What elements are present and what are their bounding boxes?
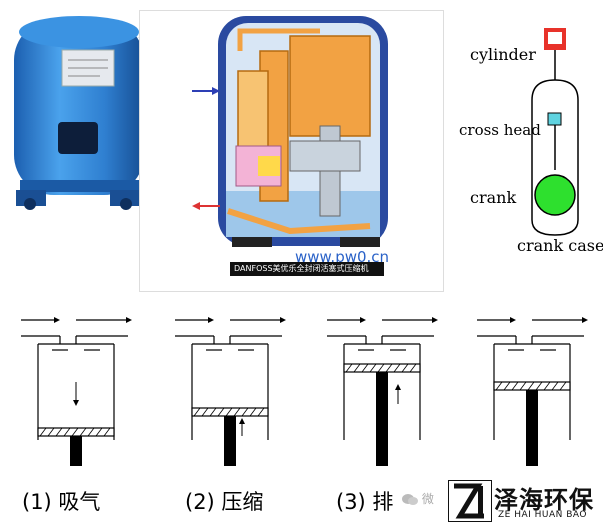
cylinder-label: cylinder <box>470 45 536 64</box>
stroke-diagram-intake <box>21 317 132 466</box>
logo-name-en: ZE HAI HUAN BAO <box>498 510 588 520</box>
logo-badge-icon <box>448 480 492 522</box>
stroke-label-compression: (2) 压缩 <box>185 490 264 514</box>
watermark-url: www.pw0.cn <box>295 248 390 266</box>
wechat-fragment: 微 <box>421 492 434 506</box>
crank-shape <box>534 174 576 216</box>
logo-name-cn: 泽海环保 <box>494 486 594 514</box>
stroke-diagram-compression <box>175 317 286 466</box>
outlet-arrow-icon <box>192 202 200 210</box>
up-arrow-icon <box>239 418 245 424</box>
down-arrow-icon <box>73 400 79 406</box>
wechat-watermark: 微 <box>402 490 434 507</box>
stroke-label-intake: (1) 吸气 <box>22 490 101 514</box>
inlet-arrow-icon <box>212 87 220 95</box>
stroke-label-discharge: (3) 排 <box>336 490 394 514</box>
cross-head-shape <box>547 112 562 126</box>
up-arrow-icon <box>395 384 401 390</box>
cutaway-diagram <box>139 10 444 292</box>
cutaway-caption: DANFOSS美优乐全封闭活塞式压缩机 <box>230 262 384 276</box>
stroke-diagram-discharge <box>327 317 438 466</box>
compressor-photo <box>14 16 157 210</box>
cross-head-label: cross head <box>459 121 541 139</box>
cutaway-drawing <box>192 16 388 247</box>
company-logo: 泽海环保 ZE HAI HUAN BAO <box>448 478 600 524</box>
crank-label: crank <box>470 188 517 207</box>
wechat-icon <box>402 493 418 505</box>
mechanism-schematic <box>531 28 579 236</box>
stroke-diagram-expansion <box>477 317 588 466</box>
crank-case-label: crank case <box>517 236 603 255</box>
